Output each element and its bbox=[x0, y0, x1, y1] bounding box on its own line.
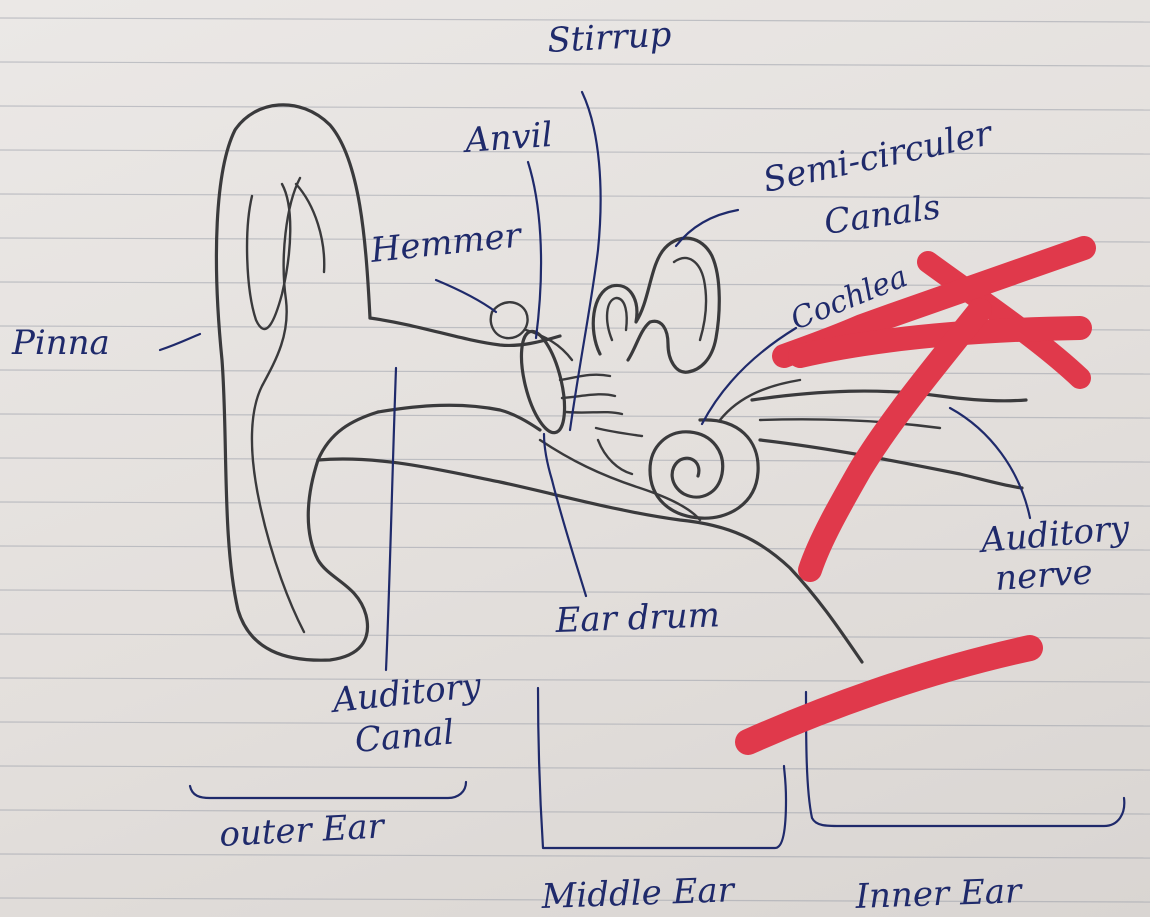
label-semicircular-1: Semi-circuler bbox=[760, 113, 997, 201]
hammer-leader bbox=[436, 280, 496, 312]
label-auditory-canal-1: Auditory bbox=[328, 666, 484, 722]
ear-drum-leader bbox=[544, 434, 586, 596]
label-semicircular-2: Canals bbox=[822, 187, 943, 243]
label-leaders bbox=[160, 92, 1124, 848]
label-inner-ear: Inner Ear bbox=[854, 871, 1024, 917]
label-auditory-nerve-1: Auditory bbox=[976, 508, 1131, 561]
label-auditory-canal-2: Canal bbox=[353, 712, 455, 761]
anvil-leader bbox=[528, 162, 541, 338]
auditory-nerve-leader bbox=[950, 408, 1030, 518]
auditory-canal-outline bbox=[370, 318, 560, 430]
pinna-outline bbox=[216, 105, 378, 660]
label-anvil: Anvil bbox=[461, 115, 554, 161]
red-mark-dash bbox=[748, 648, 1030, 742]
label-auditory-nerve-2: nerve bbox=[994, 552, 1094, 599]
label-stirrup: Stirrup bbox=[546, 15, 672, 61]
label-hammer: Hemmer bbox=[368, 215, 525, 271]
label-middle-ear: Middle Ear bbox=[540, 870, 736, 917]
cochlea-drawing bbox=[650, 380, 800, 518]
stirrup-leader bbox=[570, 92, 601, 430]
label-outer-ear: outer Ear bbox=[218, 806, 386, 855]
outer-ear-bracket bbox=[190, 782, 466, 798]
label-pinna: Pinna bbox=[11, 323, 110, 363]
pinna-leader bbox=[160, 334, 200, 350]
label-ear-drum: Ear drum bbox=[554, 595, 721, 641]
semicircular-canals-drawing bbox=[593, 238, 719, 372]
auditory-canal-leader bbox=[386, 368, 396, 670]
